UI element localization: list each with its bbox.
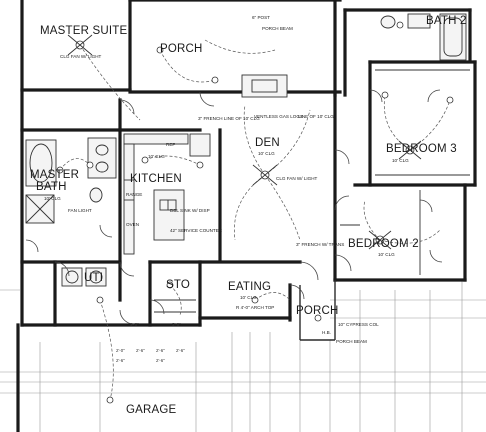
fan-master-icon (67, 34, 93, 56)
note-den-fan: CLG FAN W/ LIGHT (276, 176, 318, 181)
dim-text: 3'-0" (172, 322, 181, 327)
note-range: RANGE (126, 192, 142, 197)
note-fan-light: FAN LIGHT (68, 208, 92, 213)
label-sto: STO (166, 279, 190, 291)
fireplace-icon (241, 74, 288, 98)
dryer-icon (85, 267, 107, 287)
label-master-suite: MASTER SUITE (40, 25, 128, 37)
toilet-icon (380, 15, 396, 29)
light-icon (446, 96, 454, 104)
light-fixtures (56, 21, 454, 404)
toilet-master-icon (89, 187, 103, 203)
dim-text: 2'-6" (176, 348, 185, 353)
room-labels: MASTER SUITE PORCH BATH 2 DEN BEDROOM 3 … (30, 15, 467, 416)
note-hb: H.B. (322, 330, 331, 335)
light-icon (251, 296, 259, 304)
note-post: 6" POST (252, 15, 270, 20)
note-porch-beam: PORCH BEAM (262, 26, 293, 31)
doors (25, 89, 443, 325)
label-bedroom2: BEDROOM 2 (348, 238, 419, 250)
label-garage: GARAGE (126, 404, 177, 416)
light-icon (396, 21, 404, 29)
washer-icon (61, 267, 83, 287)
note-oven: OVEN (126, 222, 139, 227)
note-line-clg-left: 3" FRENCH LINE OF 10' CLG (198, 116, 260, 121)
label-porch-bottom: PORCH (296, 305, 339, 317)
note-bed3-clg: 10' CLG (392, 158, 409, 163)
light-icon (196, 161, 204, 169)
note-eating-clg: 10' CLG (240, 295, 257, 300)
light-icon (106, 396, 114, 404)
dim-text: 2'-6" (156, 348, 165, 353)
note-bed2-clg: 10' CLG (378, 252, 395, 257)
light-icon (211, 76, 219, 84)
light-icon (381, 91, 389, 99)
note-ref: REF (166, 142, 175, 147)
light-icon (56, 166, 64, 174)
refrigerator-icon (189, 133, 211, 157)
dim-text: 3'-0" (130, 322, 139, 327)
note-service-counter: 42" SERVICE COUNTER (170, 228, 223, 233)
label-kitchen: KITCHEN (130, 173, 182, 185)
fan-bedroom2-icon (368, 230, 392, 250)
note-cypress: 10" CYPRESS COL (338, 322, 379, 327)
door-swing-icon (119, 99, 135, 115)
label-bath2: BATH 2 (426, 15, 467, 27)
note-porch-beam-bottom: PORCH BEAM (336, 339, 367, 344)
dim-text: 2'-6" (116, 358, 125, 363)
light-icon (156, 46, 164, 54)
light-icon (86, 161, 94, 169)
note-den-clg: 10' CLG (258, 151, 275, 156)
note-dbl-sink: DBL SINK W/ DISP (170, 208, 210, 213)
label-den: DEN (255, 137, 280, 149)
label-porch-top: PORCH (160, 43, 203, 55)
sink-icon (407, 13, 431, 29)
label-bedroom3: BEDROOM 3 (386, 143, 457, 155)
garage-grid (0, 280, 486, 432)
fan-bedroom3-icon (398, 140, 422, 160)
light-icon (96, 296, 104, 304)
note-ventless: VENTLESS GAS LOGS (254, 114, 303, 119)
label-master-bath-2: BATH (36, 181, 67, 193)
note-arch: R 4'-0" ARCH TOP (236, 305, 274, 310)
light-icon (141, 156, 149, 164)
note-french-trans: 3" FRENCH W/ TRANS (296, 242, 344, 247)
label-master-bath-1: MASTER (30, 169, 79, 181)
fan-den-icon (252, 164, 278, 186)
annotations: 6" POST PORCH BEAM CLG FAN W/ LIGHT VENT… (44, 15, 409, 344)
fixtures (25, 13, 470, 313)
note-fan-master: CLG FAN W/ LIGHT (60, 54, 102, 59)
kitchen-counter-left (123, 143, 135, 255)
dim-text: 2'-0" (116, 348, 125, 353)
label-eating: EATING (228, 281, 271, 293)
light-icon (166, 281, 174, 289)
light-icon (314, 314, 322, 322)
note-bath-clg: 10' CLG (44, 196, 61, 201)
dimension-strings: 2'-0" 2'-6" 2'-6" 2'-6" 2'-6" 2'-6" 3'-0… (116, 322, 185, 363)
exterior-walls (16, 0, 477, 432)
note-line-clg-right: LINE OF 10' CLG (298, 114, 334, 119)
kitchen-island (153, 189, 185, 241)
master-tub-icon (25, 139, 57, 187)
dim-text: 2'-6" (156, 358, 165, 363)
note-kit-clg: 10' CLG (148, 154, 165, 159)
dim-text: 2'-6" (136, 348, 145, 353)
label-uti: UTI (84, 272, 103, 284)
kitchen-counter-top (123, 133, 189, 145)
